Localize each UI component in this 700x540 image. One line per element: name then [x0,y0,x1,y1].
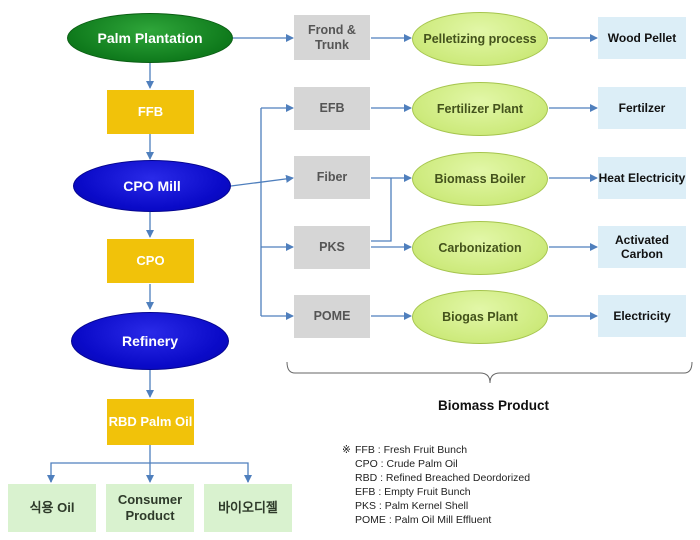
pome-box: POME [294,295,370,338]
legend-item: RBD : Refined Breached Deordorized [355,472,531,484]
note-mark: ※ [342,444,351,456]
fertilizer-box: Fertilzer [598,87,686,129]
rbd-palm-oil-box: RBD Palm Oil [107,399,194,445]
biogas-plant-node: Biogas Plant [412,290,548,344]
pks-box: PKS [294,226,370,269]
consumer-product-box: Consumer Product [106,484,194,532]
carbonization-node: Carbonization [412,221,548,275]
biomass-boiler-node: Biomass Boiler [412,152,548,206]
ffb-box: FFB [107,90,194,134]
abbreviation-legend: ※ FFB : Fresh Fruit Bunch CPO : Crude Pa… [342,443,530,527]
legend-item: EFB : Empty Fruit Bunch [355,486,471,498]
legend-item: PKS : Palm Kernel Shell [355,500,469,512]
cpo-mill-node: CPO Mill [73,160,231,212]
fiber-box: Fiber [294,156,370,199]
wood-pellet-box: Wood Pellet [598,17,686,59]
frond-trunk-box: Frond & Trunk [294,15,370,60]
pelletizing-process-node: Pelletizing process [412,12,548,66]
activated-carbon-box: Activated Carbon [598,226,686,268]
cpo-box: CPO [107,239,194,283]
fertilizer-plant-node: Fertilizer Plant [412,82,548,136]
edible-oil-box: 식용 Oil [8,484,96,532]
biomass-product-label: Biomass Product [438,398,550,413]
legend-item: CPO : Crude Palm Oil [355,458,458,470]
legend-item: POME : Palm Oil Mill Effluent [355,514,492,526]
heat-electricity-box: Heat Electricity [598,157,686,199]
refinery-node: Refinery [71,312,229,370]
legend-item: FFB : Fresh Fruit Bunch [355,444,468,456]
biomass-bracket [286,361,693,384]
electricity-box: Electricity [598,295,686,337]
efb-box: EFB [294,87,370,130]
palm-plantation-node: Palm Plantation [67,13,233,63]
biodiesel-box: 바이오디젤 [204,484,292,532]
